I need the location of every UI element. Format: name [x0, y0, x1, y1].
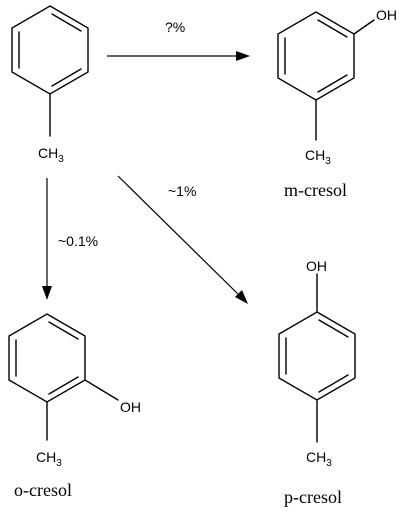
- p-cresol-methyl-label: CH3: [306, 449, 332, 469]
- o-cresol-ring: [8, 313, 119, 441]
- arrow-to-ortho: [42, 178, 52, 300]
- p-cresol-name: p-cresol: [284, 487, 342, 507]
- arrow-to-para: [117, 175, 248, 304]
- arrow-to-para-label: ~1%: [168, 183, 196, 199]
- p-cresol: OH CH3 p-cresol: [278, 258, 356, 507]
- arrow-to-meta-label: ?%: [165, 19, 185, 35]
- m-cresol-ring: [277, 11, 375, 141]
- m-cresol-oh-label: OH: [376, 7, 397, 23]
- m-cresol-methyl-label: CH3: [305, 147, 331, 167]
- o-cresol-name: o-cresol: [14, 480, 72, 500]
- p-cresol-ring: [278, 273, 356, 443]
- o-cresol-oh-label: OH: [120, 399, 141, 415]
- arrow-to-ortho-label: ~0.1%: [58, 233, 98, 249]
- o-cresol-methyl-label: CH3: [36, 449, 62, 469]
- o-cresol: OH CH3 o-cresol: [8, 313, 141, 500]
- arrow-to-meta: [107, 51, 250, 61]
- p-cresol-oh-label: OH: [306, 258, 327, 274]
- toluene: CH3: [11, 5, 89, 165]
- m-cresol-name: m-cresol: [284, 180, 347, 200]
- toluene-ring: [11, 5, 89, 137]
- m-cresol: OH CH3 m-cresol: [277, 7, 397, 200]
- toluene-methyl-label: CH3: [38, 145, 64, 165]
